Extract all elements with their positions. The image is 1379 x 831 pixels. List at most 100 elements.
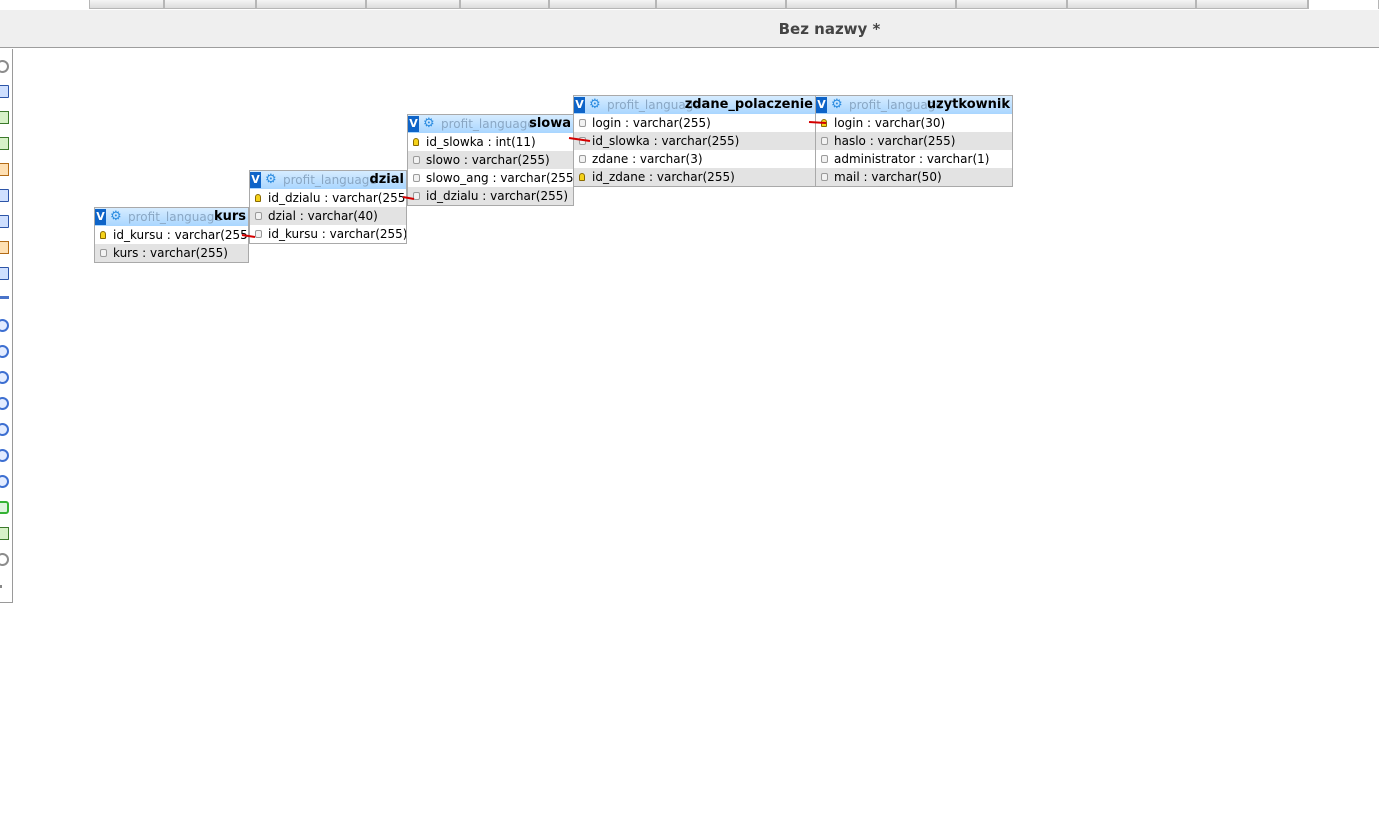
column-row[interactable]: id_kursu : varchar(255) [250,225,406,243]
edit-page-icon[interactable] [0,163,9,176]
relation-line-icon[interactable] [0,296,9,299]
tab-active[interactable] [1308,0,1379,9]
column-label: dzial : varchar(40) [268,209,378,223]
primary-key-icon [821,119,827,127]
column-row[interactable]: kurs : varchar(255) [95,244,248,262]
primary-key-icon [579,173,585,181]
column-icon [255,230,262,238]
table-header[interactable]: V ⚙ profit_language uzytkownik [816,96,1012,114]
column-label: haslo : varchar(255) [834,134,956,148]
column-label: mail : varchar(50) [834,170,942,184]
tab[interactable] [656,0,786,9]
create-relation-icon[interactable] [0,319,9,332]
column-label: administrator : varchar(1) [834,152,990,166]
tab[interactable] [956,0,1067,9]
toggle-small-big-icon[interactable] [0,501,9,514]
column-row[interactable]: dzial : varchar(40) [250,207,406,225]
column-icon [579,155,586,163]
tab[interactable] [460,0,549,9]
toggle-columns-button[interactable]: V [574,97,585,113]
gear-icon[interactable]: ⚙ [110,209,122,224]
column-label: login : varchar(30) [834,116,946,130]
table-kurs[interactable]: V ⚙ profit_language kurs id_kursu : varc… [94,207,249,263]
pin-icon[interactable] [0,585,2,588]
column-icon [413,192,420,200]
new-page-icon[interactable] [0,111,9,124]
column-label: id_dzialu : varchar(255) [426,189,569,203]
column-row[interactable]: id_kursu : varchar(255) [95,226,248,244]
primary-key-icon [255,194,261,202]
tab[interactable] [786,0,956,9]
choose-display-column-icon[interactable] [0,345,9,358]
column-row[interactable]: login : varchar(255) [574,114,815,132]
column-label: id_slowka : varchar(255) [592,134,740,148]
column-row[interactable]: login : varchar(30) [816,114,1012,132]
delete-page-icon[interactable] [0,241,9,254]
column-icon [255,212,262,220]
save-as-icon[interactable] [0,215,9,228]
table-list-icon[interactable] [0,267,9,280]
column-icon [821,173,828,181]
angular-links-icon[interactable] [0,423,9,436]
tab[interactable] [366,0,460,9]
tab[interactable] [164,0,256,9]
column-icon [413,156,420,164]
small-big-icon[interactable] [0,475,9,488]
table-name: kurs [213,209,246,224]
column-row[interactable]: mail : varchar(50) [816,168,1012,186]
column-row[interactable]: slowo_ang : varchar(255) [408,169,573,187]
column-label: id_kursu : varchar(255) [268,227,406,241]
tab[interactable] [89,0,164,9]
column-row[interactable]: id_slowka : int(11) [408,133,573,151]
toggle-columns-button[interactable]: V [816,97,827,113]
table-slowa[interactable]: V ⚙ profit_language slowa id_slowka : in… [407,114,574,206]
tab[interactable] [1067,0,1196,9]
gear-icon[interactable]: ⚙ [265,172,277,187]
column-row[interactable]: id_zdane : varchar(255) [574,168,815,186]
column-label: id_dzialu : varchar(255) [268,191,406,205]
tab[interactable] [549,0,656,9]
column-icon [579,119,586,127]
column-icon [100,249,107,257]
column-row[interactable]: id_slowka : varchar(255) [574,132,815,150]
toggle-columns-button[interactable]: V [250,172,261,188]
gear-icon[interactable]: ⚙ [831,97,843,112]
gear-icon[interactable]: ⚙ [589,97,601,112]
table-zdane-polaczenie[interactable]: V ⚙ profit_language zdane_polaczenie log… [573,95,816,187]
export-icon[interactable] [0,527,9,540]
column-label: slowo : varchar(255) [426,153,550,167]
column-icon [821,137,828,145]
column-row[interactable]: zdane : varchar(3) [574,150,815,168]
tab[interactable] [1196,0,1308,9]
move-menu-icon[interactable] [0,553,9,566]
column-row[interactable]: haslo : varchar(255) [816,132,1012,150]
gear-icon[interactable]: ⚙ [423,116,435,131]
column-label: slowo_ang : varchar(255) [426,171,573,185]
reload-icon[interactable] [0,371,9,384]
toggle-columns-button[interactable]: V [408,116,419,132]
column-label: id_slowka : int(11) [426,135,536,149]
column-row[interactable]: id_dzialu : varchar(255) [250,189,406,207]
save-icon[interactable] [0,189,9,202]
help-icon[interactable] [0,397,9,410]
table-header[interactable]: V ⚙ profit_language kurs [95,208,248,226]
table-header[interactable]: V ⚙ profit_language zdane_polaczenie [574,96,815,114]
column-row[interactable]: id_dzialu : varchar(255) [408,187,573,205]
table-uzytkownik[interactable]: V ⚙ profit_language uzytkownik login : v… [815,95,1013,187]
table-header[interactable]: V ⚙ profit_language slowa [408,115,573,133]
designer-toolbar [0,49,13,603]
tab[interactable] [256,0,366,9]
schema-name: profit_language [849,98,943,112]
column-row[interactable]: administrator : varchar(1) [816,150,1012,168]
table-name: zdane_polaczenie [684,97,813,112]
column-row[interactable]: slowo : varchar(255) [408,151,573,169]
fullscreen-icon[interactable] [0,85,9,98]
table-dzial[interactable]: V ⚙ profit_language dzial id_dzialu : va… [249,170,407,244]
table-header[interactable]: V ⚙ profit_language dzial [250,171,406,189]
schema-name: profit_language [441,117,535,131]
open-page-icon[interactable] [0,137,9,150]
toggle-columns-button[interactable]: V [95,209,106,225]
snap-to-grid-icon[interactable] [0,449,9,462]
toggle-menu-icon[interactable] [0,60,9,73]
primary-key-icon [413,138,419,146]
